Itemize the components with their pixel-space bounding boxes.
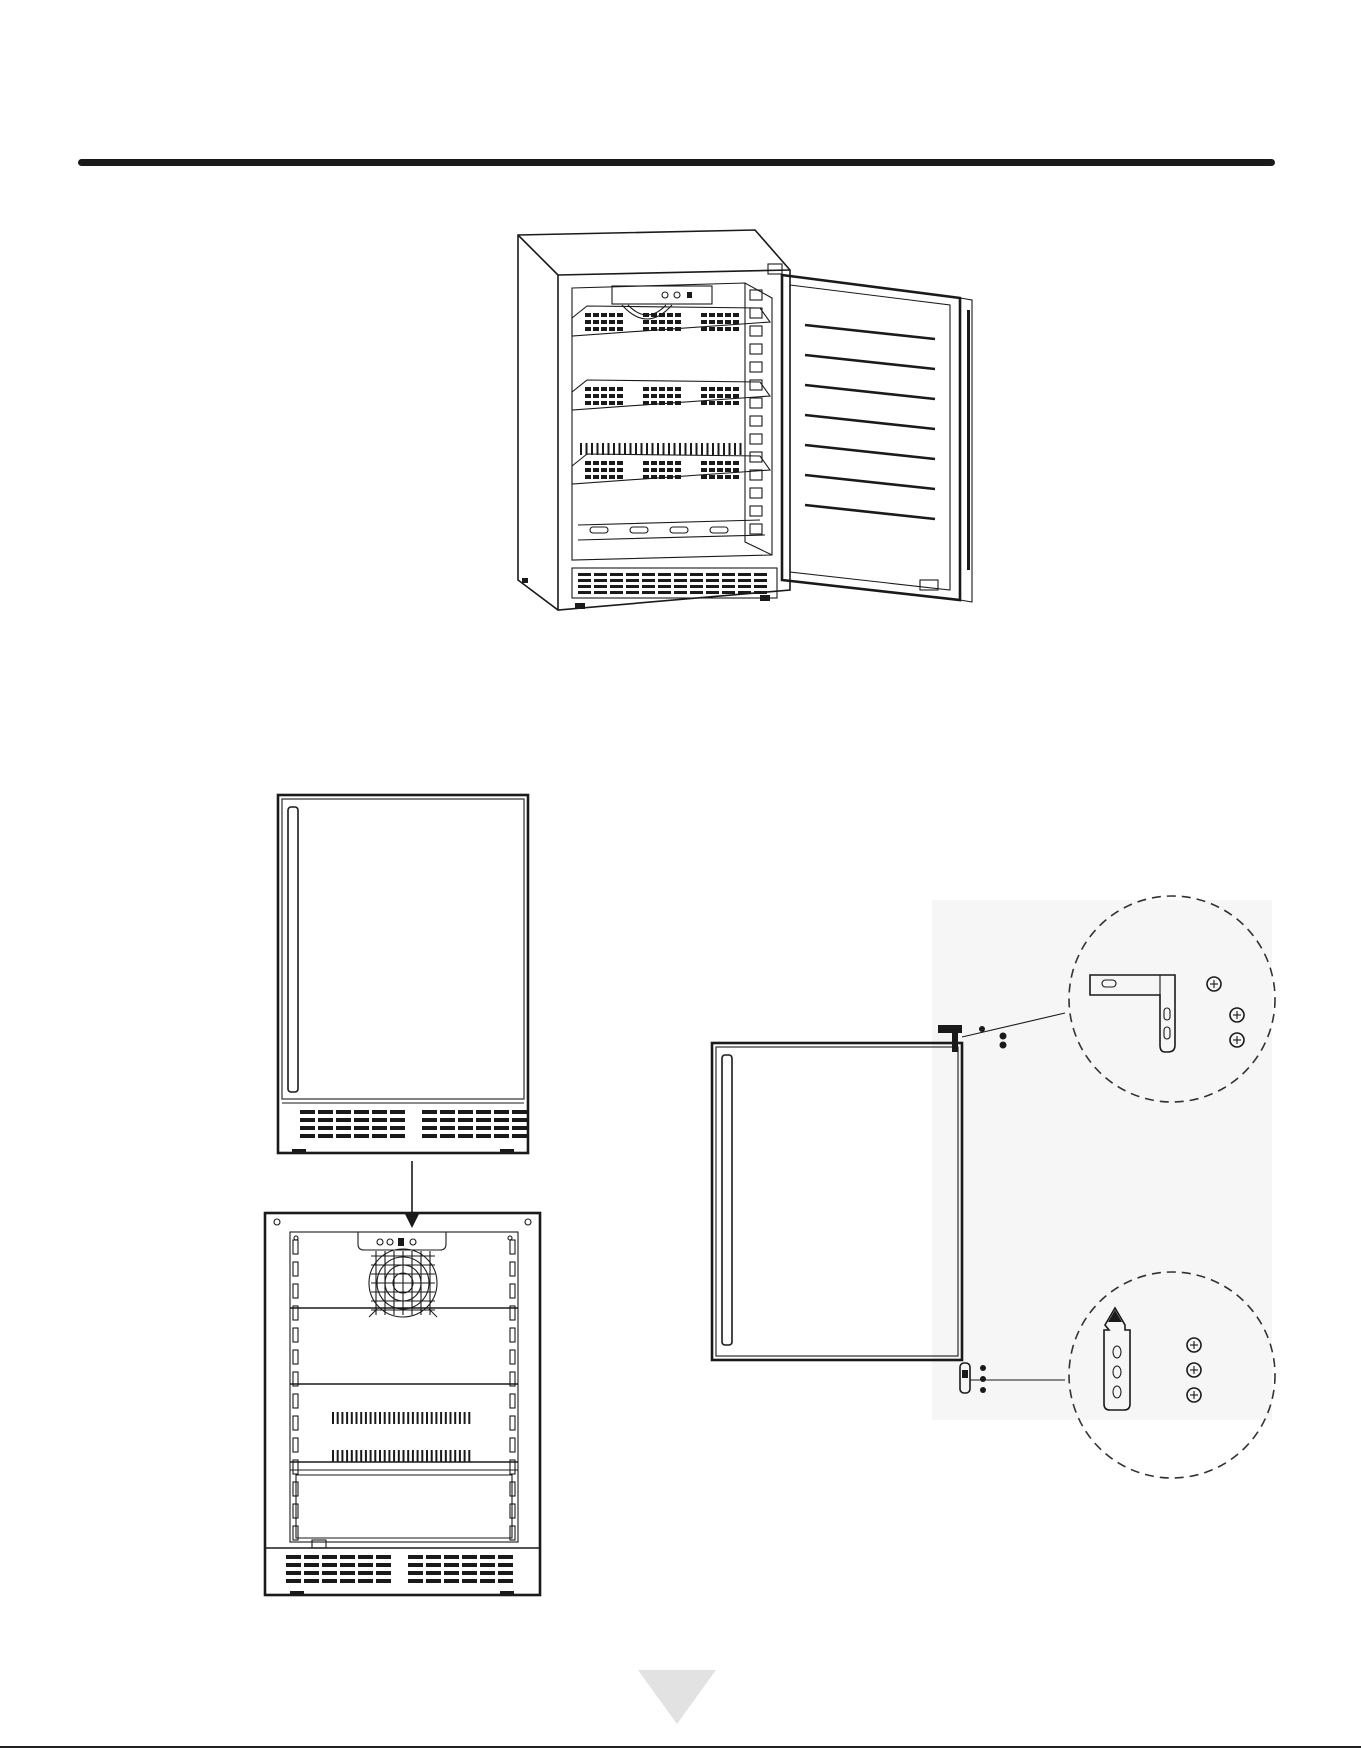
footer-rule xyxy=(0,1746,1361,1748)
